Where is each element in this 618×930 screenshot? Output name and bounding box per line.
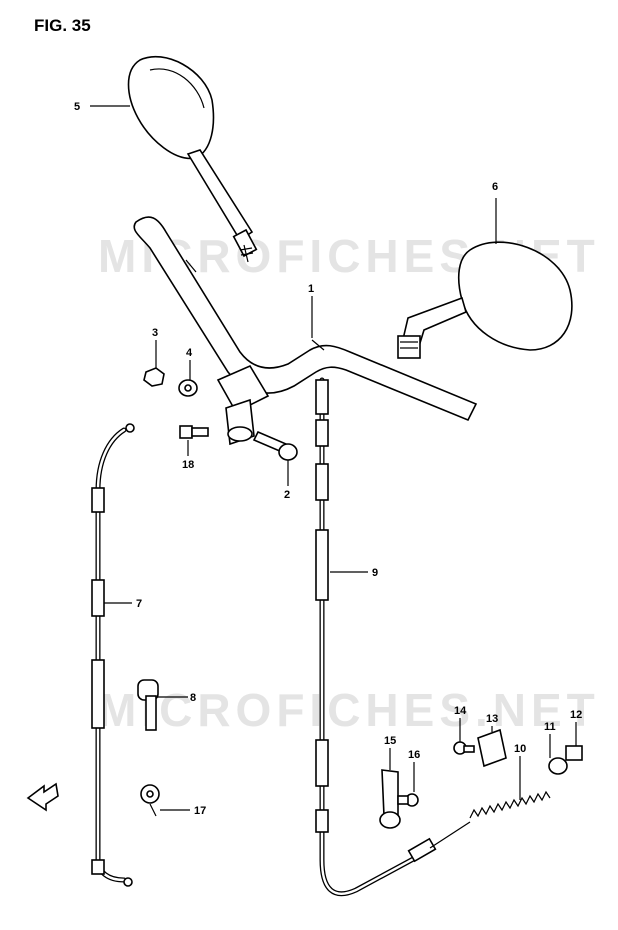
callout-1: 1 [308,283,314,295]
bolt-18-part[interactable] [179,425,209,439]
callout-6: 6 [492,181,498,193]
callout-2: 2 [284,489,290,501]
clip-17-part[interactable] [140,784,160,817]
callout-18: 18 [182,459,194,471]
washer-4-part[interactable] [178,379,198,397]
bolt-14-part[interactable] [453,741,475,755]
callout-14: 14 [454,705,467,717]
adjuster-11-part[interactable] [548,757,568,775]
bracket-13-part[interactable] [477,728,507,768]
callout-17: 17 [194,805,206,817]
callout-15: 15 [384,735,396,747]
callout-3: 3 [152,327,158,339]
callout-5: 5 [74,101,80,113]
right-mirror-part[interactable] [397,241,573,359]
callout-11: 11 [544,721,556,733]
handlebar-clamp-part[interactable] [216,364,270,446]
leader-lines [90,105,577,811]
front-direction-arrow-icon [26,782,59,812]
nut-12-part[interactable] [565,745,583,761]
spring-10-part[interactable] [469,790,551,819]
callout-10: 10 [514,743,526,755]
nut-3-part[interactable] [143,367,165,387]
callout-9: 9 [372,567,378,579]
callout-7: 7 [136,598,142,610]
callout-8: 8 [190,692,196,704]
clip-8-part[interactable] [137,679,159,731]
bolt-16-part[interactable] [397,793,419,807]
handlebar-part[interactable] [133,216,478,422]
figure-title: FIG. 35 [34,16,91,35]
bolt-2-part[interactable] [252,430,298,461]
watermark-bottom: MICROFICHES.NET [98,684,600,736]
callout-12: 12 [570,709,582,721]
callout-16: 16 [408,749,420,761]
main-cable-part[interactable] [315,377,471,897]
bracket-15-part[interactable] [379,769,401,829]
left-cable-part[interactable] [91,423,135,887]
left-mirror-part[interactable] [127,55,258,263]
callout-13: 13 [486,713,498,725]
callout-4: 4 [186,347,193,359]
